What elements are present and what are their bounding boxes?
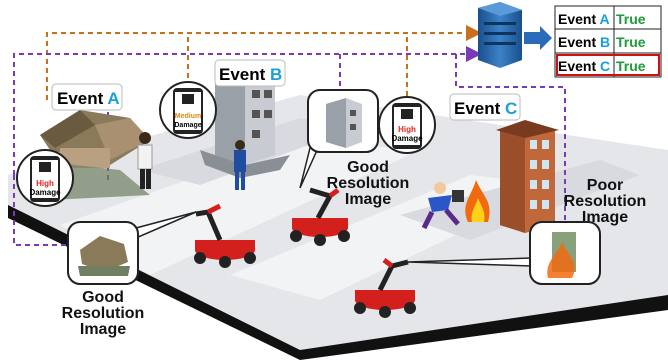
svg-text:Image: Image (345, 191, 391, 208)
svg-text:Event A: Event A (558, 11, 610, 27)
table-row-a-letter: A (600, 11, 610, 27)
captured-image-poor (407, 221, 601, 285)
robot-left (194, 203, 256, 268)
svg-text:Image: Image (582, 209, 628, 226)
table-row-c-status: True (616, 58, 646, 74)
good-resolution-label-left: Good Resolution Image (62, 289, 145, 338)
good-resolution-label-center: Good Resolution Image (327, 159, 410, 208)
phone-badge-high-c: High Damage (378, 96, 436, 154)
server-to-table-arrow (524, 26, 552, 50)
result-table: Event A True Event B True Event C True (554, 5, 662, 78)
svg-text:Image: Image (80, 321, 126, 338)
running-person-icon (421, 182, 464, 230)
svg-text:Medium: Medium (175, 113, 201, 120)
table-row-b-event: Event (558, 34, 596, 50)
svg-text:Good: Good (347, 159, 389, 176)
svg-text:Event C: Event C (558, 58, 610, 74)
server-icon (478, 2, 522, 68)
event-a-label: Event A (51, 83, 123, 111)
svg-text:Resolution: Resolution (62, 305, 145, 322)
table-row-c-event: Event (558, 58, 596, 74)
svg-text:Event C: Event C (454, 99, 517, 118)
svg-text:Event B: Event B (219, 65, 282, 84)
svg-text:Damage: Damage (174, 122, 201, 129)
orange-connectors (46, 25, 482, 100)
table-row-b-status: True (616, 34, 646, 50)
worker-with-phone (234, 140, 246, 190)
phone-badge-high-a: High Damage (16, 149, 74, 207)
svg-text:Good: Good (82, 289, 124, 306)
fire-icon (465, 180, 490, 222)
svg-text:Damage: Damage (29, 188, 61, 197)
svg-text:High: High (398, 125, 416, 134)
svg-text:Event A: Event A (57, 89, 120, 108)
person-with-phone (137, 132, 153, 189)
event-b-label: Event B (214, 59, 286, 87)
svg-text:Damage: Damage (391, 134, 423, 143)
svg-text:Resolution: Resolution (327, 175, 410, 192)
table-row-b-letter: B (600, 34, 610, 50)
table-row-a-event: Event (558, 11, 596, 27)
captured-image-left (67, 211, 197, 285)
svg-text:Resolution: Resolution (564, 193, 647, 210)
poor-resolution-label: Poor Resolution Image (564, 177, 647, 226)
svg-text:Poor: Poor (587, 177, 623, 194)
purple-connectors (13, 46, 566, 246)
svg-text:Event B: Event B (558, 34, 610, 50)
robot-center (290, 187, 350, 246)
robot-bottom (354, 258, 416, 318)
table-row-c-letter: C (600, 58, 610, 74)
brick-building-c (496, 120, 559, 233)
svg-text:High: High (36, 179, 54, 188)
phone-badge-medium-b: Medium Damage (159, 81, 217, 139)
captured-image-center (299, 89, 379, 189)
event-c-label: Event C (449, 93, 521, 121)
table-row-a-status: True (616, 11, 646, 27)
